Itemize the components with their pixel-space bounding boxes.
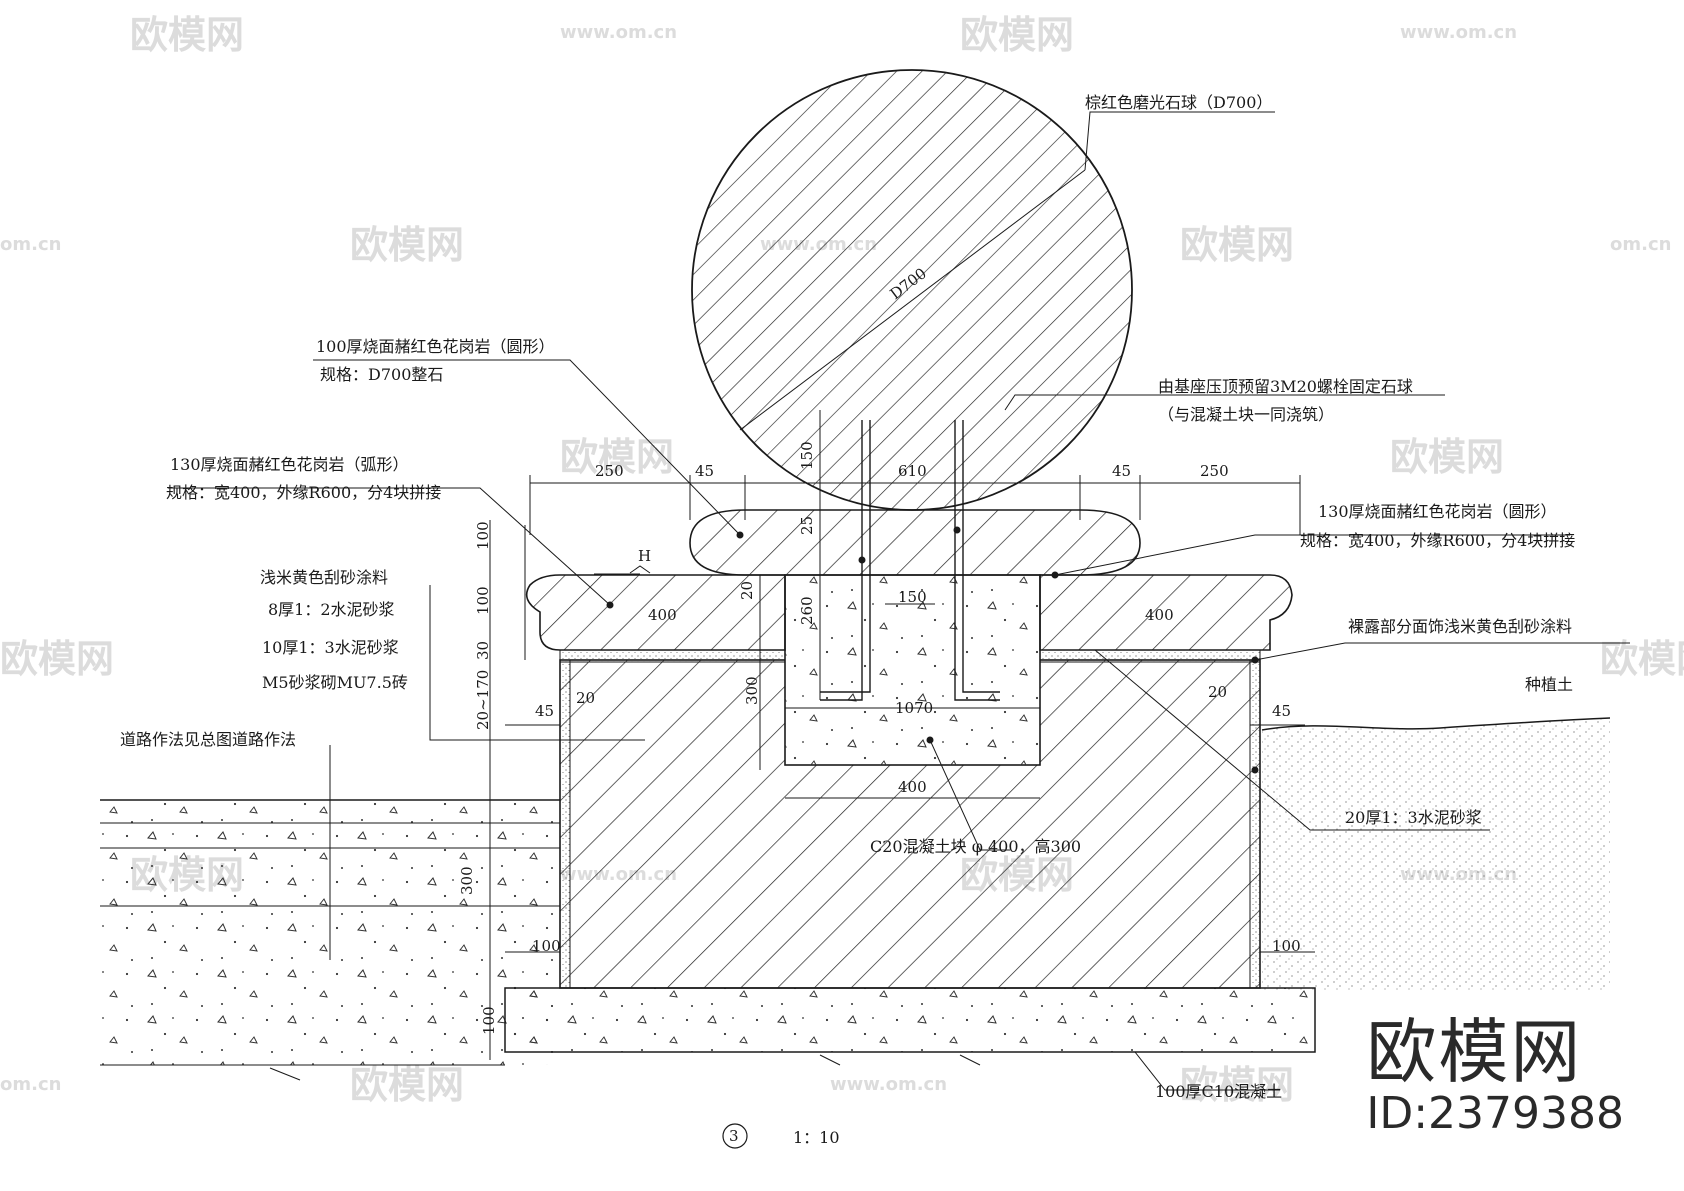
dim-400-left: 400 <box>648 606 677 624</box>
scale-title: 1：10 <box>793 1128 840 1147</box>
watermark-logo: 欧模网 <box>1180 223 1294 267</box>
dim-100-b: 100 <box>474 586 492 615</box>
leader-dots <box>606 526 1259 774</box>
dim-20-170: 20~170 <box>474 670 492 730</box>
dimension-values: 250 45 610 45 250 150 25 100 100 20 260 … <box>458 441 1301 1035</box>
annotations: 棕红色磨光石球（D700） D700 100厚烧面赭红色花岗岩（圆形） 规格：D… <box>120 93 1575 1101</box>
section-number: 3 <box>729 1127 739 1145</box>
c10-slab <box>504 987 1316 1066</box>
dim-610: 610 <box>898 462 927 480</box>
dim-100-right-foot: 100 <box>1272 937 1301 955</box>
dim-300-road: 300 <box>458 866 476 895</box>
label-top-granite-2: 规格：D700整石 <box>320 365 443 384</box>
brand-block: 欧模网 ID:2379388 <box>1366 1015 1624 1139</box>
label-right-granite-2: 规格：宽400，外缘R600，分4块拼接 <box>1300 531 1575 550</box>
dim-45-right: 45 <box>1112 462 1131 480</box>
watermark-logo: 欧模网 <box>960 13 1074 57</box>
label-level-mark: H <box>638 547 651 565</box>
dim-1070: 1070 <box>895 699 933 717</box>
label-bolt-2: （与混凝土块一同浇筑） <box>1158 405 1334 424</box>
label-bolt-1: 由基座压顶预留3M20螺栓固定石球 <box>1158 377 1413 396</box>
watermark-url: om.cn <box>1610 234 1671 255</box>
dim-100-left-foot: 100 <box>532 937 561 955</box>
stone-ball <box>691 69 1133 511</box>
label-concrete-block: C20混凝土块 φ 400，高300 <box>870 837 1081 856</box>
dim-25-vertical: 25 <box>798 516 816 535</box>
dim-100-a: 100 <box>474 521 492 550</box>
brand-id: ID:2379388 <box>1366 1088 1624 1139</box>
label-soil: 种植土 <box>1525 675 1573 694</box>
dim-20-lower-left: 20 <box>576 689 595 707</box>
dim-45-lower-left: 45 <box>535 702 554 720</box>
watermark-url: om.cn <box>0 1074 61 1095</box>
watermark-logo: 欧模网 <box>1600 637 1684 681</box>
watermark-url: om.cn <box>0 234 61 255</box>
label-exposed: 裸露部分面饰浅米黄色刮砂涂料 <box>1348 617 1572 636</box>
label-mortar-10: 10厚1：3水泥砂浆 <box>262 638 399 657</box>
label-road: 道路作法见总图道路作法 <box>120 730 296 749</box>
label-mortar-8: 8厚1：2水泥砂浆 <box>268 600 395 619</box>
watermark-logo: 欧模网 <box>1180 1063 1294 1107</box>
dimension-lines <box>489 410 1315 1060</box>
top-granite-disc <box>689 509 1141 576</box>
watermark-logo: 欧模网 <box>350 223 464 267</box>
dim-20-vertical: 20 <box>738 581 756 600</box>
watermark-url: www.om.cn <box>560 22 677 43</box>
planting-soil <box>1261 717 1611 990</box>
watermark-url: www.om.cn <box>1400 22 1517 43</box>
dim-45-left: 45 <box>695 462 714 480</box>
watermark-url: www.om.cn <box>830 1074 947 1095</box>
dim-250-left: 250 <box>595 462 624 480</box>
dim-20-lower-right: 20 <box>1208 683 1227 701</box>
brand-name: 欧模网 <box>1366 1011 1583 1093</box>
dim-300-vertical: 300 <box>743 676 761 705</box>
watermark-logo: 欧模网 <box>130 13 244 57</box>
label-left-granite-2: 规格：宽400，外缘R600，分4块拼接 <box>166 483 441 502</box>
coping-ring <box>525 574 1293 651</box>
label-c10: 100厚C10混凝土 <box>1155 1082 1282 1101</box>
watermark-logo: 欧模网 <box>1390 435 1504 479</box>
anchor-bolts <box>820 420 1000 701</box>
watermark-logo: 欧模网 <box>560 435 674 479</box>
dim-260-vertical: 260 <box>798 596 816 625</box>
dim-100-slab: 100 <box>480 1006 498 1035</box>
section-title: 3 1：10 <box>722 1123 840 1149</box>
dim-250-right: 250 <box>1200 462 1229 480</box>
section-number-circle <box>722 1123 748 1149</box>
label-right-granite-1: 130厚烧面赭红色花岗岩（圆形） <box>1318 502 1557 521</box>
dim-30-vertical: 30 <box>474 641 492 660</box>
label-left-granite-1: 130厚烧面赭红色花岗岩（弧形） <box>170 455 409 474</box>
label-coat: 浅米黄色刮砂涂料 <box>260 568 388 587</box>
dim-150-vertical: 150 <box>798 441 816 470</box>
dim-400-bottom: 400 <box>898 778 927 796</box>
leader-lines <box>168 111 1630 1091</box>
dim-45-lower-right: 45 <box>1272 702 1291 720</box>
dim-400-right: 400 <box>1145 606 1174 624</box>
label-top-granite-1: 100厚烧面赭红色花岗岩（圆形） <box>316 337 555 356</box>
label-mortar-20: 20厚1：3水泥砂浆 <box>1345 808 1482 827</box>
watermark-logo: 欧模网 <box>350 1063 464 1107</box>
watermark-logo: 欧模网 <box>0 637 114 681</box>
label-brick: M5砂浆砌MU7.5砖 <box>262 673 408 692</box>
dim-150-horizontal: 150 <box>898 588 927 606</box>
label-stone-ball: 棕红色磨光石球（D700） <box>1085 93 1272 112</box>
